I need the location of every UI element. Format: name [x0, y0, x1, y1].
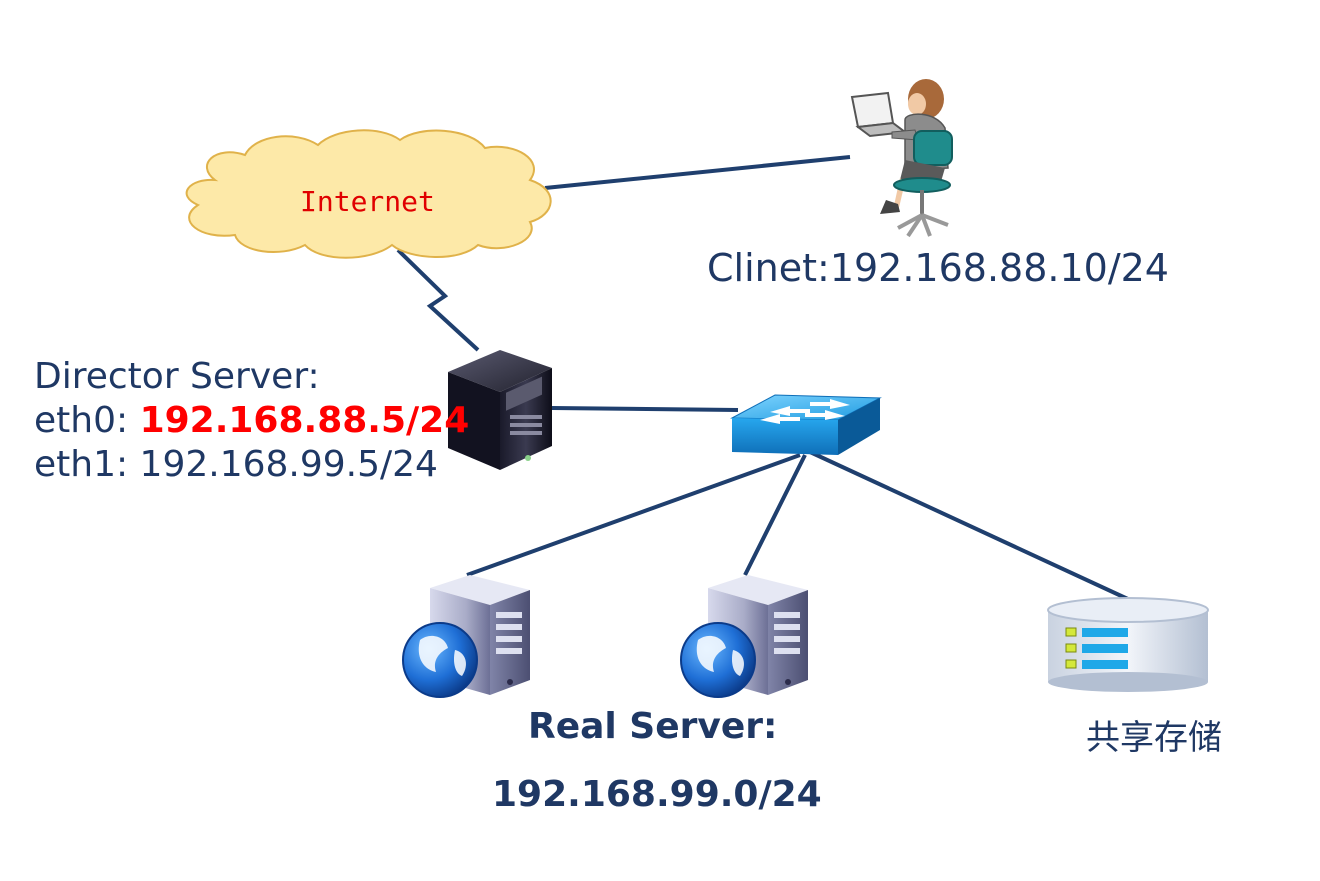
link-director-switch — [551, 406, 739, 412]
link-internet-director — [396, 248, 480, 352]
client-person-icon — [850, 79, 953, 238]
connection-lines — [396, 155, 1131, 602]
cloud-icon — [185, 129, 552, 259]
link-switch-realserver2 — [743, 454, 807, 576]
switch-icon — [730, 394, 882, 455]
internet-label: Internet — [300, 185, 435, 218]
director-server-icon — [448, 350, 552, 470]
director-eth0: eth0: 192.168.88.5/24 — [34, 399, 469, 443]
storage-label: 共享存储 — [1086, 718, 1222, 758]
eth0-ip: 192.168.88.5/24 — [139, 400, 470, 441]
client-label: Clinet:192.168.88.10/24 — [707, 246, 1169, 290]
director-label: Director Server: eth0: 192.168.88.5/24 e… — [34, 355, 469, 487]
link-switch-realserver1 — [466, 453, 801, 577]
director-eth1: eth1: 192.168.99.5/24 — [34, 444, 438, 485]
link-internet-client — [544, 155, 851, 190]
real-server-network: 192.168.99.0/24 — [492, 774, 822, 815]
storage-icon — [1047, 597, 1209, 692]
real-server-title: Real Server: — [528, 706, 778, 747]
link-switch-storage — [809, 450, 1131, 602]
eth0-prefix: eth0: — [34, 400, 140, 441]
director-title: Director Server: — [34, 356, 320, 397]
real-server-icon — [680, 575, 808, 698]
real-server-icon — [402, 575, 530, 698]
